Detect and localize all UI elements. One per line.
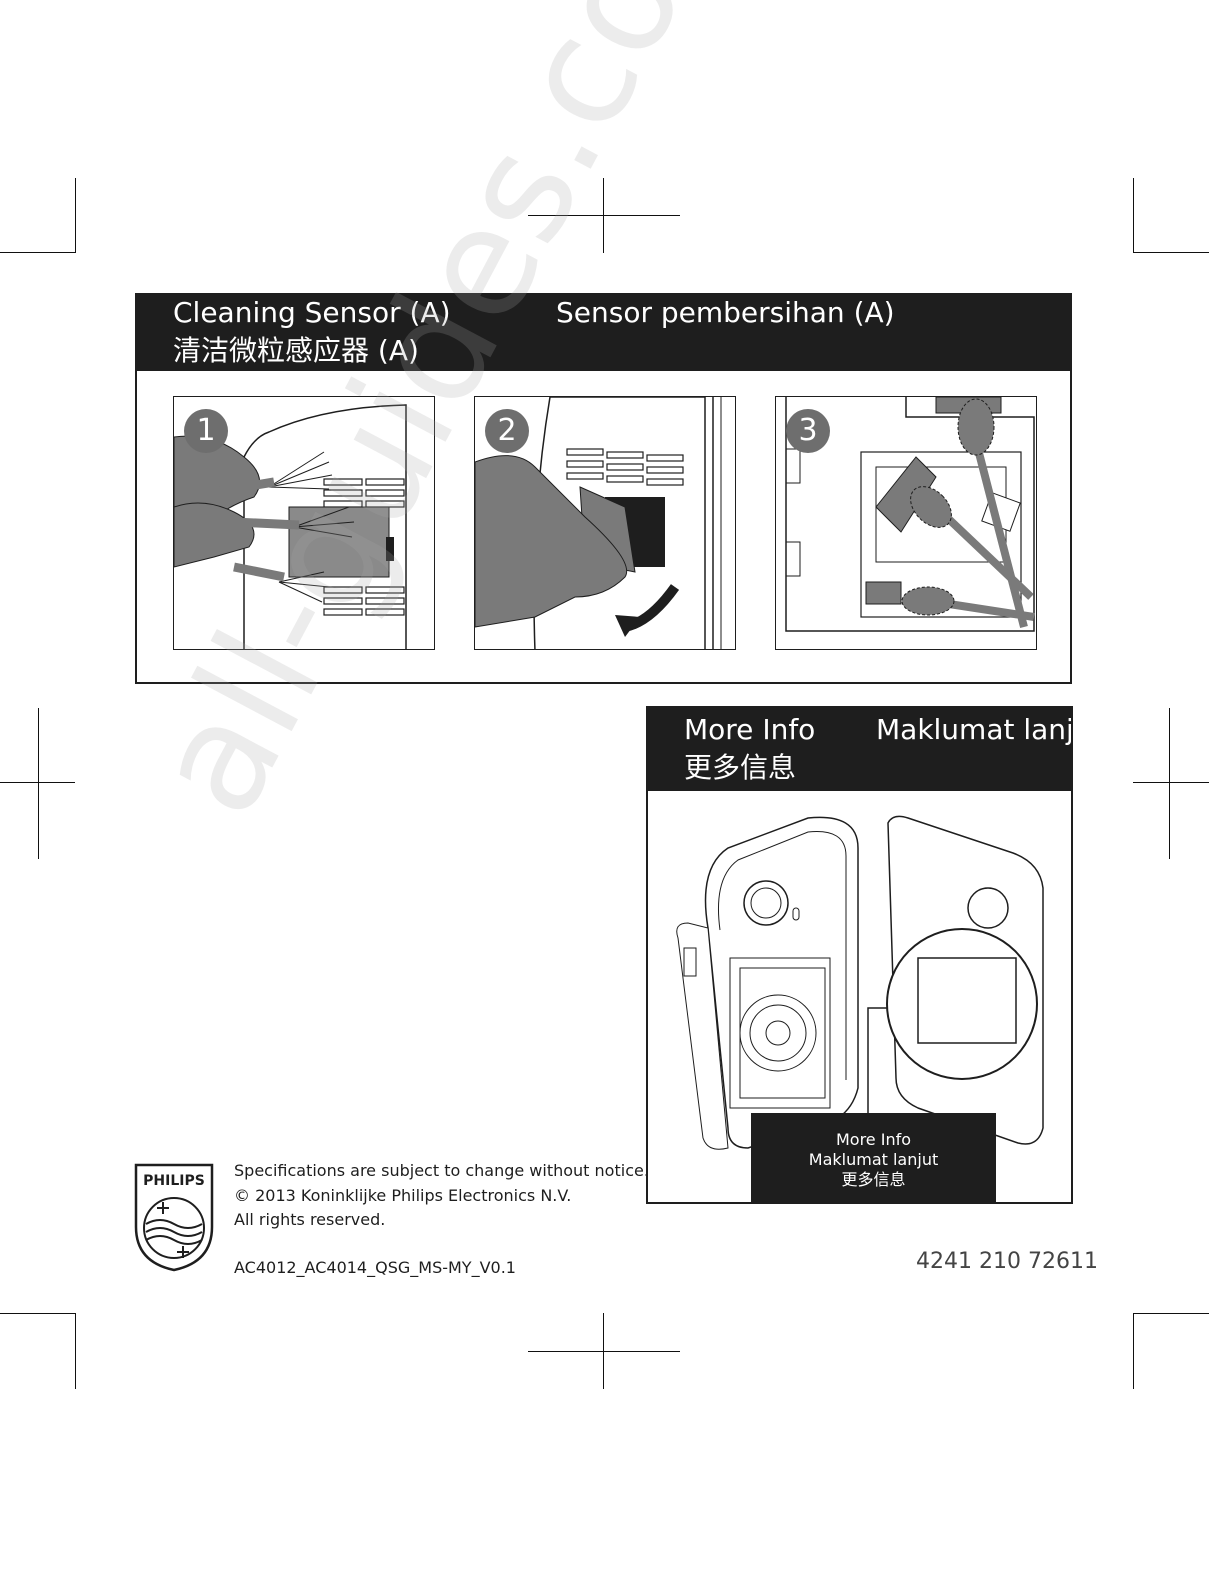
- crop-mark: [1133, 1313, 1209, 1314]
- air-purifier-illustration: [676, 815, 1044, 1150]
- caption-line-zh: 更多信息: [841, 1170, 906, 1189]
- cleaning-sensor-section: Cleaning Sensor (A) Sensor pembersihan (…: [135, 293, 1072, 684]
- part-number: 4241 210 72611: [916, 1249, 1098, 1274]
- copyright-text: © 2013 Koninklijke Philips Electronics N…: [234, 1186, 572, 1205]
- philips-shield-logo: PHILIPS: [134, 1163, 214, 1272]
- info-title-ms: Maklumat lanjut: [876, 713, 1071, 746]
- step-1-number: 1: [184, 409, 228, 453]
- cotton-swab-icon: [785, 397, 1035, 632]
- rights-text: All rights reserved.: [234, 1210, 386, 1229]
- crop-mark: [0, 252, 76, 253]
- crop-mark: [1133, 178, 1134, 253]
- step-2-number: 2: [485, 409, 529, 453]
- registration-mark: [38, 708, 39, 859]
- info-title-en: More Info: [684, 713, 816, 746]
- more-info-header: More Info Maklumat lanjut 更多信息: [648, 708, 1071, 791]
- step-3-number: 3: [786, 409, 830, 453]
- crop-mark: [75, 1313, 76, 1389]
- caption-line-en: More Info: [835, 1130, 912, 1149]
- spec-notice: Specifications are subject to change wit…: [234, 1161, 649, 1180]
- document-code: AC4012_AC4014_QSG_MS-MY_V0.1: [234, 1258, 516, 1277]
- step-3-panel: 3: [775, 396, 1037, 650]
- more-info-section: More Info Maklumat lanjut 更多信息 More Info…: [646, 706, 1073, 1204]
- info-title-zh: 更多信息: [684, 751, 797, 784]
- open-sensor-cover-icon: [475, 397, 722, 649]
- crop-mark: [75, 178, 76, 253]
- more-info-caption: More Info Maklumat lanjut 更多信息: [751, 1113, 996, 1202]
- registration-mark: [1133, 782, 1209, 783]
- brush-cleaning-icon: [174, 404, 407, 649]
- step-2-panel: 2: [474, 396, 736, 650]
- registration-mark: [528, 1351, 680, 1352]
- crop-mark: [0, 1313, 76, 1314]
- cleaning-title-zh: 清洁微粒感应器 (A): [173, 334, 419, 367]
- cleaning-title-en: Cleaning Sensor (A): [173, 296, 451, 329]
- crop-mark: [1133, 252, 1209, 253]
- caption-line-ms: Maklumat lanjut: [808, 1150, 939, 1169]
- registration-mark: [1169, 708, 1170, 859]
- registration-mark: [528, 215, 680, 216]
- philips-wordmark: PHILIPS: [143, 1173, 205, 1189]
- cleaning-sensor-header: Cleaning Sensor (A) Sensor pembersihan (…: [137, 295, 1070, 371]
- registration-mark: [0, 782, 75, 783]
- cleaning-title-ms: Sensor pembersihan (A): [556, 296, 895, 329]
- step-1-panel: 1: [173, 396, 435, 650]
- crop-mark: [1133, 1313, 1134, 1389]
